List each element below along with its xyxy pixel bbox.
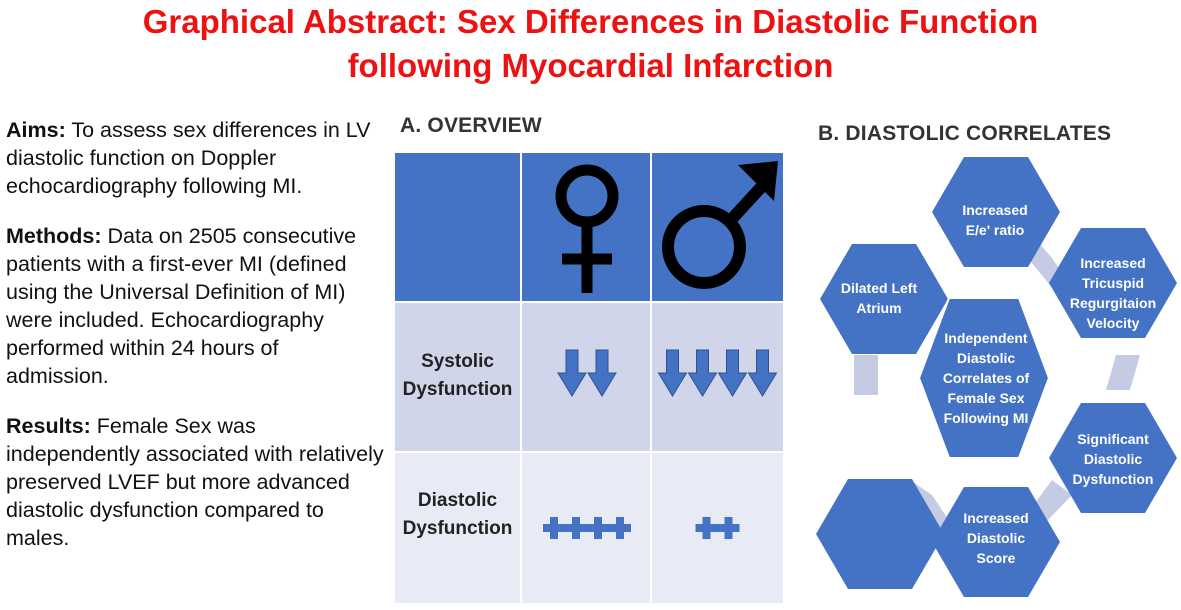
female-diastolic-plus bbox=[543, 517, 631, 539]
aims-text: To assess sex differences in LV diastoli… bbox=[6, 118, 371, 198]
title-line-2: following Myocardial Infarction bbox=[347, 47, 834, 84]
plus-icon bbox=[543, 517, 565, 539]
down-arrow-icon bbox=[747, 349, 778, 397]
plus-icon bbox=[587, 517, 609, 539]
title-line-1: Graphical Abstract: Sex Differences in D… bbox=[142, 3, 1039, 40]
female-diastolic-cell bbox=[522, 453, 652, 603]
female-systolic-arrows bbox=[557, 349, 617, 397]
hexagon-lower-left bbox=[816, 479, 944, 589]
systolic-label-cell: Systolic Dysfunction bbox=[395, 303, 522, 453]
male-symbol-icon bbox=[662, 161, 778, 289]
male-systolic-cell bbox=[652, 303, 783, 453]
connector-right bbox=[1106, 355, 1140, 390]
female-systolic-cell bbox=[522, 303, 652, 453]
header-empty-cell bbox=[395, 153, 522, 303]
female-symbol-icon bbox=[555, 164, 619, 293]
hexagon-upper-left bbox=[820, 244, 948, 354]
results-paragraph: Results: Female Sex was independently as… bbox=[6, 412, 386, 552]
diastolic-label: Diastolic Dysfunction bbox=[402, 490, 513, 539]
hexagon-ring bbox=[816, 157, 1177, 597]
down-arrow-icon bbox=[717, 349, 748, 397]
down-arrow-icon bbox=[557, 349, 587, 397]
methods-paragraph: Methods: Data on 2505 consecutive patien… bbox=[6, 222, 386, 390]
diastolic-label-cell: Diastolic Dysfunction bbox=[395, 453, 522, 603]
page-title: Graphical Abstract: Sex Differences in D… bbox=[0, 0, 1181, 88]
hexagon-center bbox=[917, 297, 1051, 459]
correlates-title: B. DIASTOLIC CORRELATES bbox=[818, 122, 1112, 145]
summary-text: Aims: To assess sex differences in LV di… bbox=[6, 116, 386, 574]
results-label: Results: bbox=[6, 414, 91, 438]
male-diastolic-cell bbox=[652, 453, 783, 603]
header-male-cell bbox=[652, 153, 783, 303]
systolic-label: Systolic Dysfunction bbox=[402, 351, 513, 400]
plus-icon bbox=[717, 517, 740, 539]
overview-title: A. OVERVIEW bbox=[400, 114, 542, 137]
aims-paragraph: Aims: To assess sex differences in LV di… bbox=[6, 116, 386, 200]
down-arrow-icon bbox=[587, 349, 617, 397]
methods-label: Methods: bbox=[6, 224, 102, 248]
connector-left bbox=[854, 355, 878, 395]
down-arrow-icon bbox=[657, 349, 688, 397]
overview-table: Systolic Dysfunction Diastolic Dysfuncti… bbox=[395, 153, 783, 603]
methods-text: Data on 2505 consecutive patients with a… bbox=[6, 224, 357, 388]
plus-icon bbox=[695, 517, 718, 539]
plus-icon bbox=[609, 517, 631, 539]
down-arrow-icon bbox=[687, 349, 718, 397]
aims-label: Aims: bbox=[6, 118, 66, 142]
hexagon-lower-right bbox=[1049, 403, 1177, 513]
hexagon-top bbox=[932, 157, 1060, 267]
results-text: Female Sex was independently associated … bbox=[6, 414, 384, 550]
plus-icon bbox=[565, 517, 587, 539]
hexagon-upper-right bbox=[1049, 228, 1177, 338]
hexagon-bottom bbox=[932, 487, 1060, 597]
header-female-cell bbox=[522, 153, 652, 303]
male-systolic-arrows bbox=[657, 349, 778, 397]
male-diastolic-plus bbox=[695, 517, 740, 539]
